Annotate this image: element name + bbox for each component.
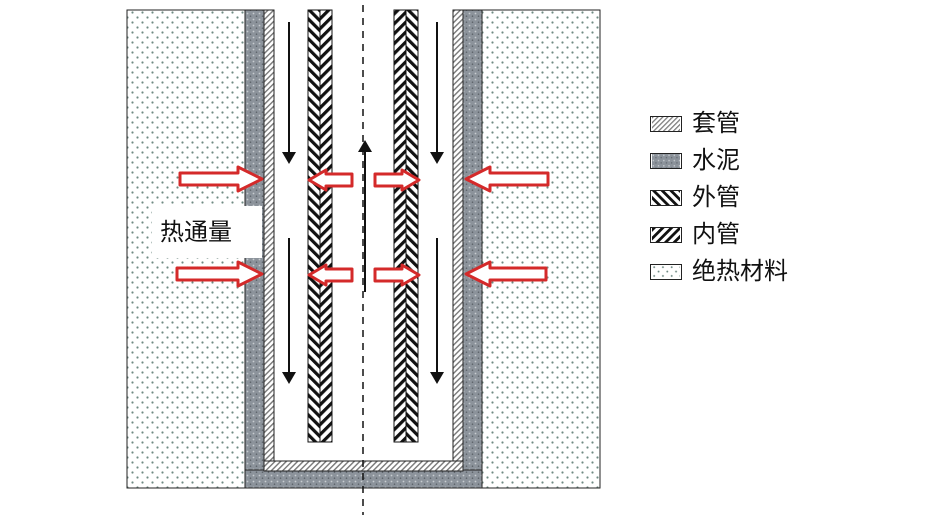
heat-arrow-left-outer-lower [175, 260, 264, 288]
casing-swatch [650, 116, 682, 132]
heat-arrow-right-outer-lower [464, 260, 548, 288]
heat-arrow-right-inner-lower [373, 263, 421, 287]
outer-pipe-left [307, 9, 321, 443]
inner-pipe-left [319, 9, 333, 443]
heat-arrow-right-inner-upper [373, 168, 421, 192]
legend-label: 内管 [692, 220, 740, 248]
heat-flux-label: 热通量 [152, 206, 262, 258]
heat-arrow-right-outer-upper [464, 165, 550, 193]
inner-pipe-swatch [650, 227, 682, 243]
cement-swatch [650, 153, 682, 169]
outer-pipe-swatch [650, 190, 682, 206]
heat-arrow-left-inner-upper [307, 168, 354, 192]
insulation-swatch [650, 264, 682, 280]
legend-label: 套管 [692, 109, 740, 137]
casing-left [263, 9, 275, 471]
outer-pipe-right [405, 9, 419, 443]
casing-right [452, 9, 464, 471]
legend-label: 水泥 [692, 146, 740, 174]
heat-arrow-left-inner-lower [307, 263, 354, 287]
heat-arrow-left-outer-upper [178, 165, 264, 193]
inner-pipe-right [393, 9, 407, 443]
insulation-right [481, 9, 601, 489]
cement-right [462, 9, 483, 489]
legend-label: 外管 [692, 183, 740, 211]
legend-label: 绝热材料 [692, 257, 788, 285]
